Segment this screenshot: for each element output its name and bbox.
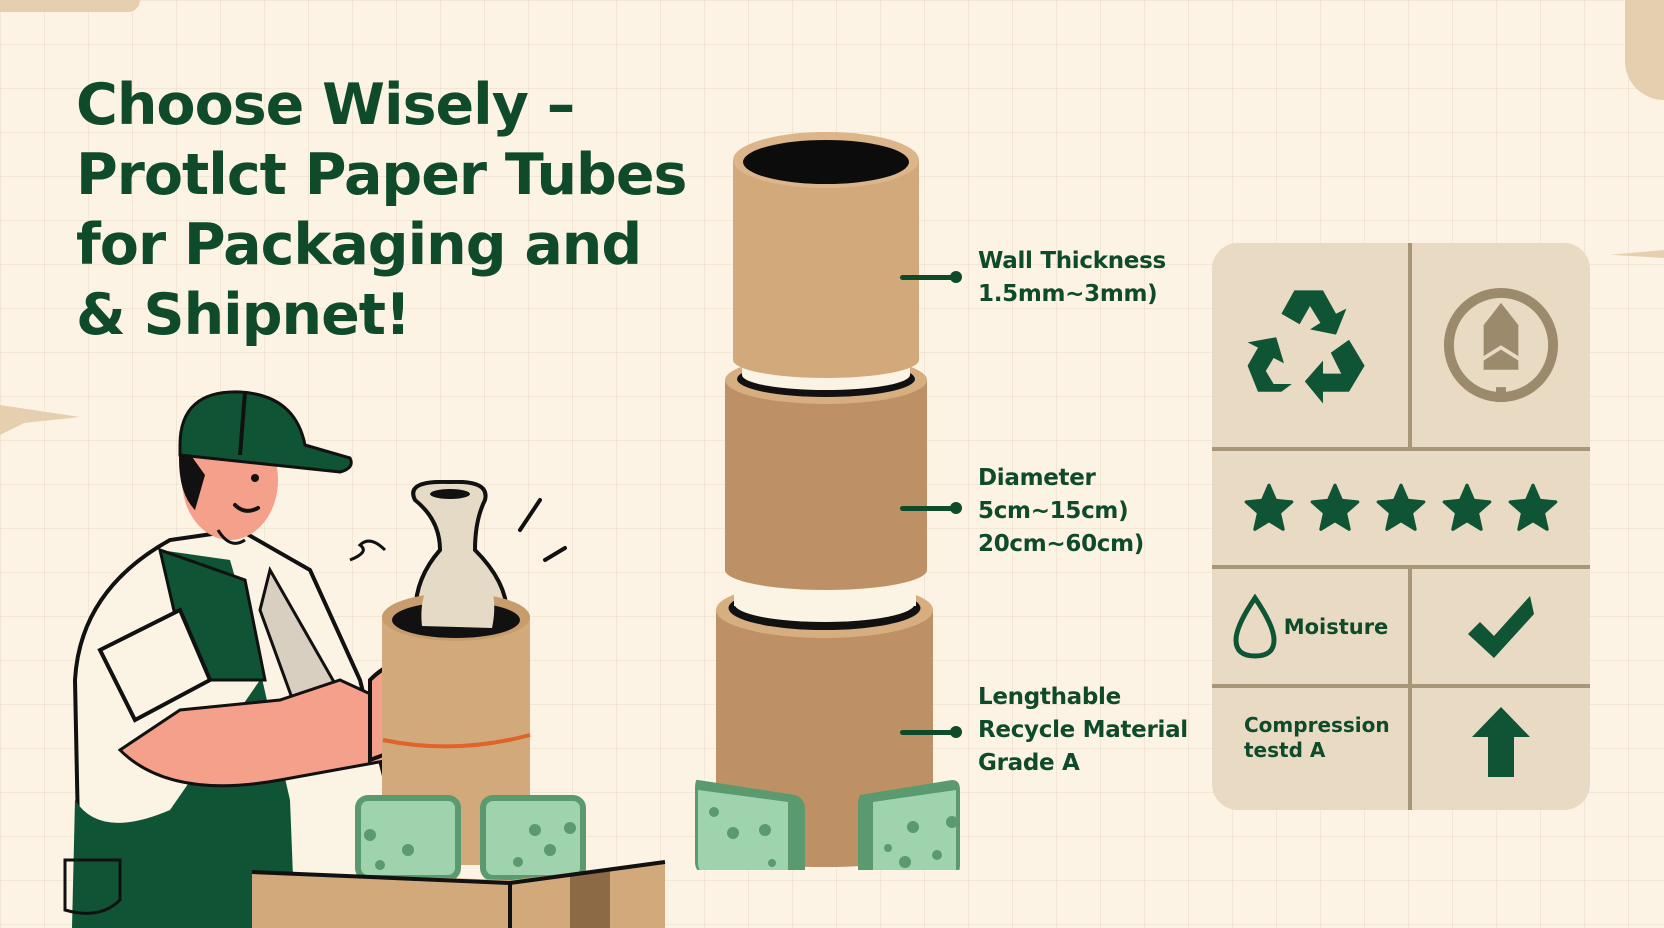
panel-cell-recycle: [1212, 243, 1408, 447]
panel-cell-compression-status: [1412, 688, 1590, 810]
callout-value: Recycle Material: [978, 717, 1188, 743]
torn-edge-top-right: [1625, 0, 1664, 100]
panel-cell-moisture: Moisture: [1212, 569, 1408, 684]
compression-label-line-1: Compression: [1244, 713, 1390, 737]
callout-value: Grade A: [978, 750, 1080, 776]
page-title: Choose Wisely – Protlct Paper Tubes for …: [76, 70, 687, 350]
callout-value: 1.5mm~3mm): [978, 281, 1158, 307]
tube-stack-diagram: [695, 132, 960, 870]
water-drop-icon: [1233, 593, 1277, 659]
connector-wall-thickness: [900, 271, 962, 283]
title-line-4: & Shipnet!: [76, 282, 411, 348]
star-icon: [1442, 483, 1492, 531]
title-line-1: Choose Wisely –: [76, 72, 575, 138]
arrow-up-icon: [1472, 707, 1530, 777]
callout-heading: Wall Thickness: [978, 248, 1166, 274]
panel-cell-rating: [1212, 451, 1590, 565]
foam-block-right: [858, 780, 960, 870]
panel-cell-compression: Compression testd A: [1212, 688, 1408, 810]
star-icon: [1244, 483, 1294, 531]
torn-edge-top-left: [0, 0, 140, 12]
panel-divider-vertical-top: [1408, 243, 1412, 448]
panel-cell-eco-badge: [1412, 243, 1590, 447]
connector-material: [900, 726, 962, 738]
callout-value: 20cm~60cm): [978, 531, 1144, 557]
foam-block-left: [695, 779, 805, 870]
foam-and-box-illustration: [251, 795, 666, 928]
checkmark-icon: [1468, 595, 1534, 658]
callout-material: Lengthable Recycle Material Grade A: [978, 681, 1188, 780]
callout-heading: Diameter: [978, 465, 1096, 491]
title-line-2: Protlct Paper Tubes: [76, 142, 687, 208]
star-icon: [1310, 483, 1360, 531]
callout-diameter: Diameter 5cm~15cm) 20cm~60cm): [978, 462, 1144, 561]
title-line-3: for Packaging and: [76, 212, 642, 278]
panel-cell-moisture-status: [1412, 569, 1590, 684]
connector-diameter: [900, 502, 962, 514]
panel-divider-1: [1212, 447, 1590, 451]
recycle-icon: [1247, 290, 1365, 404]
callout-heading: Lengthable: [978, 684, 1121, 710]
callout-value: 5cm~15cm): [978, 498, 1129, 524]
torn-edge-right: [1610, 250, 1664, 258]
worker-illustration: [63, 390, 441, 928]
star-icon: [1508, 483, 1558, 531]
compression-label-line-2: testd A: [1244, 738, 1326, 762]
moisture-label: Moisture: [1283, 614, 1389, 639]
eco-tree-badge-icon: [1443, 287, 1559, 403]
panel-divider-3: [1212, 684, 1590, 688]
feature-panel: Moisture Compression testd A: [1212, 243, 1590, 810]
compression-label: Compression testd A: [1244, 713, 1390, 763]
panel-divider-2: [1212, 565, 1590, 569]
star-icon: [1376, 483, 1426, 531]
callout-wall-thickness: Wall Thickness 1.5mm~3mm): [978, 245, 1166, 311]
